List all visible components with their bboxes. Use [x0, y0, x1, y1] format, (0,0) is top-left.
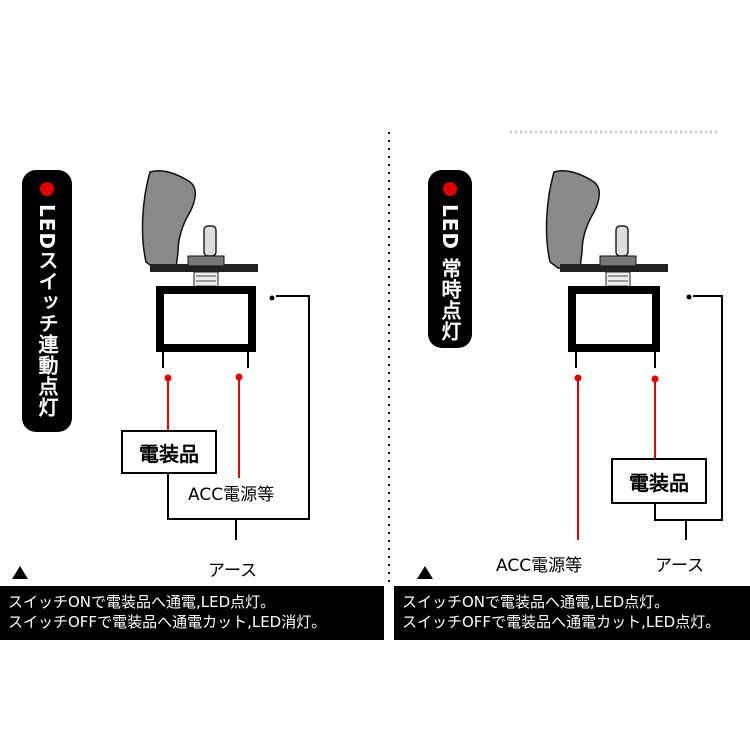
right-wires — [574, 295, 723, 540]
right-acc-label: ACC電源等 — [496, 556, 583, 576]
warning-triangle-icon — [12, 566, 28, 579]
right-footer-line-2: スイッチOFFで電装品へ通電カット,LED点灯。 — [402, 613, 721, 631]
right-toggle-switch-icon — [545, 170, 692, 368]
left-footer-bar: スイッチONで電装品へ通電,LED点灯。 スイッチOFFで電装品へ通電カット,L… — [0, 586, 384, 640]
left-title: LEDスイッチ連動点灯 — [35, 204, 59, 419]
right-title: LED 常時点灯 — [438, 204, 462, 342]
right-footer-bar: スイッチONで電装品へ通電,LED点灯。 スイッチOFFで電装品へ通電カット,L… — [394, 586, 750, 640]
left-title-pill: LEDスイッチ連動点灯 — [22, 170, 72, 432]
right-device-box: 電装品 — [611, 458, 707, 504]
left-ground-label: アース — [208, 561, 258, 581]
left-toggle-switch-icon — [141, 170, 275, 368]
right-footer-line-1: スイッチONで電装品へ通電,LED点灯。 — [402, 593, 670, 611]
left-footer-line-2: スイッチOFFで電装品へ通電カット,LED消灯。 — [8, 613, 327, 631]
left-wires — [164, 295, 310, 540]
red-dot-icon — [443, 182, 457, 196]
left-acc-label: ACC電源等 — [188, 485, 275, 505]
right-title-pill: LED 常時点灯 — [428, 170, 472, 348]
right-ground-label: アース — [655, 556, 705, 576]
red-dot-icon — [40, 182, 54, 196]
warning-triangle-icon — [417, 566, 433, 579]
left-device-box: 電装品 — [121, 430, 217, 474]
left-footer-line-1: スイッチONで電装品へ通電,LED点灯。 — [8, 593, 276, 611]
